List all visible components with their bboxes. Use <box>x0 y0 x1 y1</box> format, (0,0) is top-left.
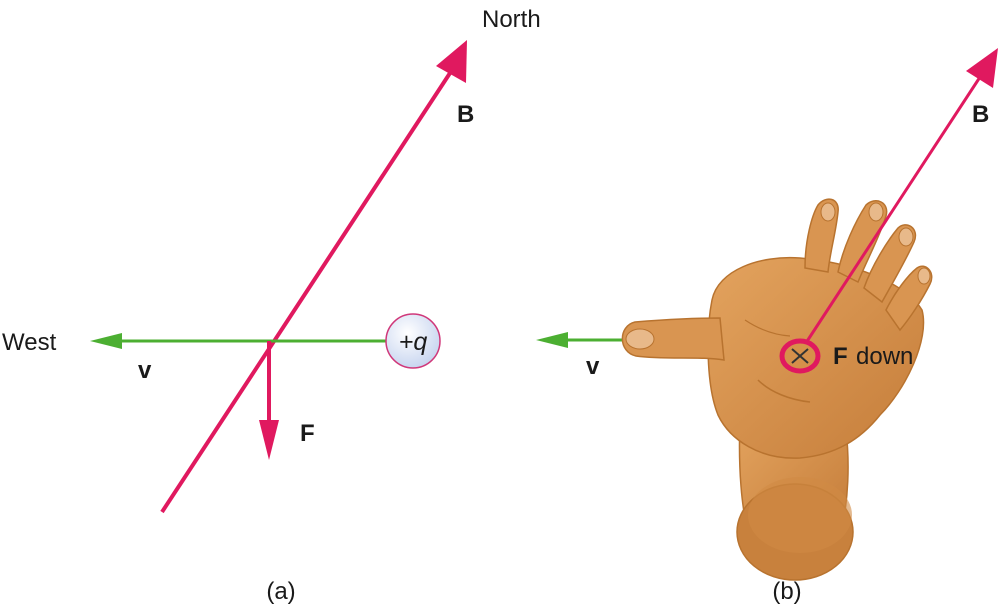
f-label-a: F <box>300 420 315 447</box>
b-label-a: B <box>457 101 474 128</box>
v-label-b: v <box>586 353 600 380</box>
into-page-cross-icon <box>779 338 821 374</box>
velocity-arrow-a <box>90 333 386 349</box>
v-label-a: v <box>138 357 152 384</box>
panel-b: B v F down (b) <box>536 48 998 605</box>
force-arrow-a <box>259 341 279 460</box>
caption-a: (a) <box>266 578 295 605</box>
charge-label: +q <box>399 328 428 356</box>
right-hand-illustration <box>621 198 933 581</box>
b-label-b: B <box>972 101 989 128</box>
f-direction-label: down <box>856 343 913 370</box>
west-label: West <box>2 329 57 356</box>
magnetic-field-arrow-a <box>160 40 467 514</box>
panel-a: +q North B West v F (a) <box>2 6 541 605</box>
caption-b: (b) <box>772 578 801 605</box>
north-label: North <box>482 6 541 33</box>
positive-charge: +q <box>385 313 441 369</box>
velocity-arrow-b <box>536 332 622 348</box>
f-label-b: F <box>833 343 848 370</box>
magnetic-field-arrow-b <box>798 48 998 353</box>
